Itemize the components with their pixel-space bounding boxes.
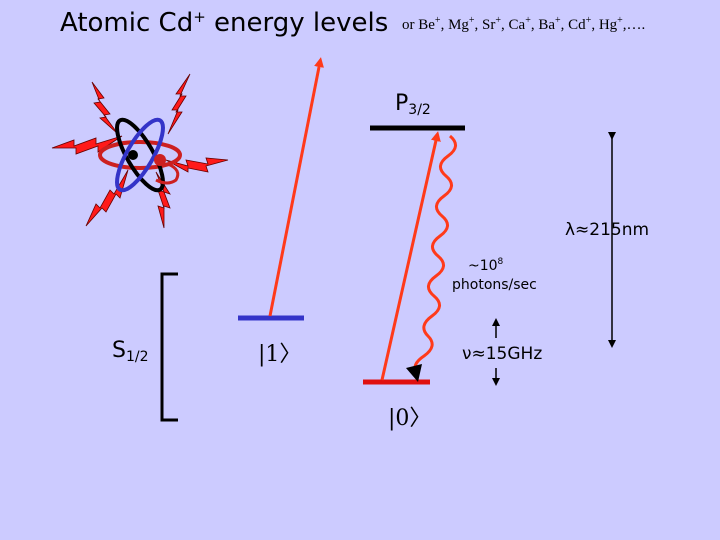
wavelength-label: λ≈215nm	[565, 220, 650, 240]
ion-list-subtitle: or Be+, Mg+, Sr+, Ca+, Ba+, Cd+, Hg+,….	[402, 16, 645, 33]
title-main: Atomic Cd	[60, 8, 194, 38]
atom-icon	[51, 73, 229, 229]
photon-rate-prefix: ~10	[468, 258, 498, 274]
ion-mg-charge: +	[468, 15, 475, 26]
ion-ba-charge: +	[555, 15, 561, 26]
ion-sr-charge: +	[495, 15, 502, 26]
photon-rate-unit: photons/sec	[452, 277, 537, 293]
lightning-icon	[51, 73, 229, 229]
ion-hg: , Hg	[591, 17, 618, 33]
ion-mg: , Mg	[440, 17, 469, 33]
fluorescence-wave	[413, 134, 457, 373]
ket-0-label: |0〉	[388, 406, 432, 431]
ion-hg-charge: +	[617, 15, 623, 26]
ground-state-bracket	[160, 272, 178, 422]
fluorescence-arrowhead	[406, 364, 422, 382]
ion-etc: ,….	[622, 17, 646, 33]
ion-ba: , Ba	[530, 17, 556, 33]
s12-label-base: S	[112, 338, 126, 363]
ion-ca-charge: +	[525, 15, 531, 26]
laser-arrow-state0	[380, 131, 441, 381]
ion-cd: , Cd	[560, 17, 586, 33]
p32-label-base: P	[395, 91, 409, 116]
laser-arrow-state1	[268, 57, 324, 317]
splitting-label: ν≈15GHz	[462, 344, 543, 364]
photon-rate-exp: 8	[497, 257, 504, 267]
ion-ca: , Ca	[501, 17, 526, 33]
s12-label: S1/2	[112, 338, 149, 365]
ion-be-charge: +	[434, 15, 441, 26]
p32-label-sub: 3/2	[408, 102, 431, 118]
ion-be: or Be	[402, 17, 435, 33]
title-sup: +	[193, 8, 206, 26]
p32-label: P3/2	[395, 91, 431, 118]
photon-rate-label: ~108	[468, 257, 504, 274]
s12-label-sub: 1/2	[125, 349, 149, 365]
ket-1-label: |1〉	[258, 342, 302, 367]
ion-sr: , Sr	[474, 17, 496, 33]
ion-cd-charge: +	[585, 15, 592, 26]
page-title: Atomic Cd+ energy levels	[60, 8, 389, 38]
title-rest: energy levels	[205, 8, 389, 38]
